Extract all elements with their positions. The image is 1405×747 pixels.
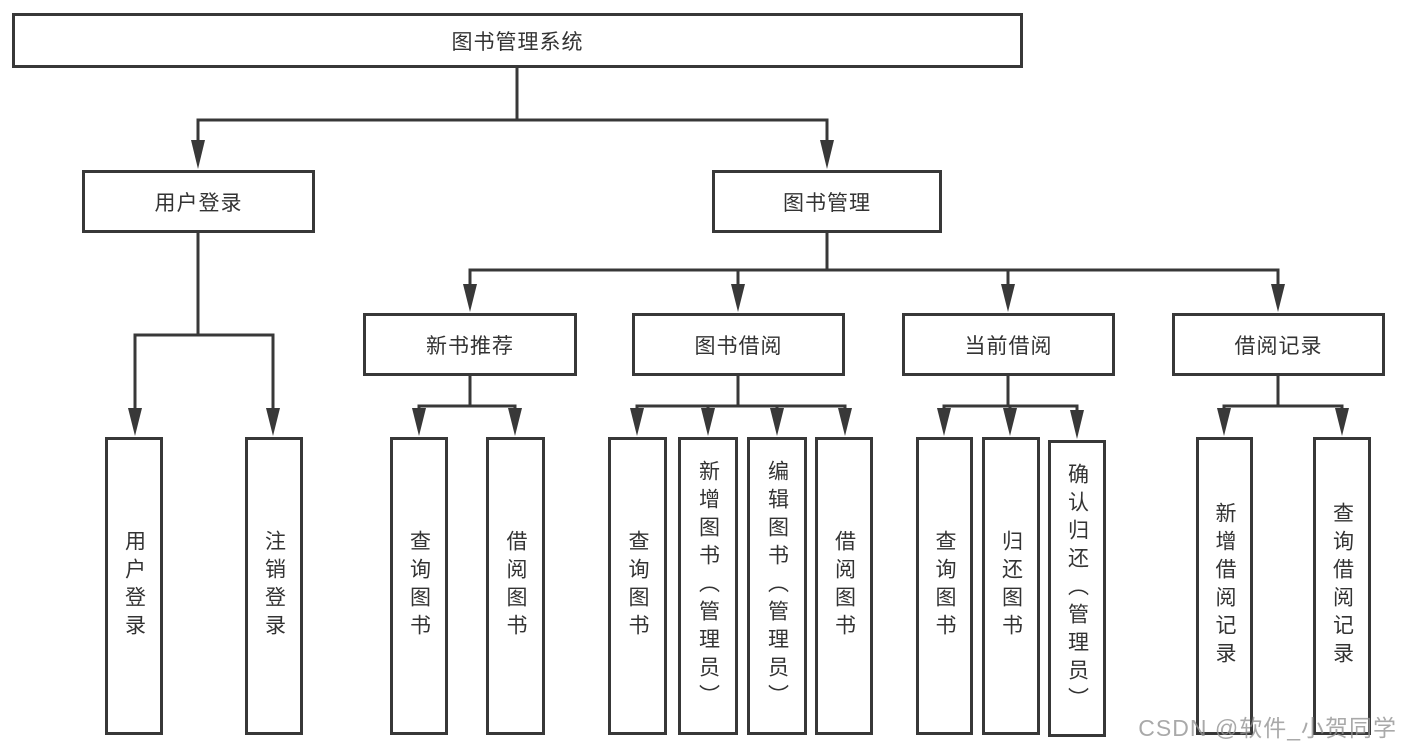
leaf-query-books-recommend: 查询图书 (390, 437, 448, 735)
node-user-login-branch: 用户登录 (82, 170, 315, 233)
leaf-query-books-recommend-label: 查询图书 (407, 530, 431, 642)
leaf-edit-book-admin: 编辑图书（管理员） (747, 437, 807, 735)
leaf-add-borrow-record: 新增借阅记录 (1196, 437, 1253, 735)
leaf-return-book-label: 归还图书 (999, 530, 1023, 642)
leaf-query-books-current: 查询图书 (916, 437, 973, 735)
node-borrowing-records-label: 借阅记录 (1234, 334, 1323, 358)
leaf-add-borrow-record-label: 新增借阅记录 (1213, 502, 1236, 670)
leaf-add-book-admin: 新增图书（管理员） (678, 437, 738, 735)
leaf-borrow-books-recommend: 借阅图书 (486, 437, 545, 735)
node-book-borrowing-label: 图书借阅 (694, 334, 783, 358)
leaf-confirm-return-admin: 确认归还（管理员） (1048, 440, 1106, 737)
node-root-system-label: 图书管理系统 (451, 30, 584, 54)
connector-current-borrow-branch (937, 376, 1084, 439)
connector-borrow-records-branch (1217, 376, 1349, 436)
leaf-query-books-current-label: 查询图书 (933, 530, 956, 642)
node-borrowing-records: 借阅记录 (1172, 313, 1385, 376)
leaf-query-books-borrowing: 查询图书 (608, 437, 667, 735)
node-new-book-recommend-label: 新书推荐 (426, 334, 514, 358)
node-book-management-branch-label: 图书管理 (783, 191, 871, 215)
node-root-system: 图书管理系统 (12, 13, 1023, 68)
connector-book-borrow-branch (630, 376, 852, 436)
leaf-confirm-return-admin-label: 确认归还（管理员） (1065, 462, 1089, 715)
csdn-watermark: CSDN @软件_小贺同学 (1138, 715, 1397, 741)
connector-book-management-branch (463, 233, 1285, 312)
node-book-borrowing: 图书借阅 (632, 313, 845, 376)
node-new-book-recommend: 新书推荐 (363, 313, 577, 376)
node-current-borrowing: 当前借阅 (902, 313, 1115, 376)
node-current-borrowing-label: 当前借阅 (964, 334, 1053, 358)
leaf-user-login: 用户登录 (105, 437, 163, 735)
leaf-query-books-borrowing-label: 查询图书 (626, 530, 649, 642)
leaf-logout-label: 注销登录 (262, 530, 286, 642)
leaf-logout: 注销登录 (245, 437, 303, 735)
leaf-borrow-books-recommend-label: 借阅图书 (504, 530, 527, 642)
leaf-query-borrow-record-label: 查询借阅记录 (1330, 502, 1354, 670)
connector-new-book-branch (412, 376, 522, 436)
leaf-borrow-books-borrowing-label: 借阅图书 (832, 530, 856, 642)
leaf-borrow-books-borrowing: 借阅图书 (815, 437, 873, 735)
node-book-management-branch: 图书管理 (712, 170, 942, 233)
leaf-edit-book-admin-label: 编辑图书（管理员） (765, 460, 789, 712)
leaf-user-login-label: 用户登录 (122, 530, 146, 642)
leaf-return-book: 归还图书 (982, 437, 1040, 735)
leaf-query-borrow-record: 查询借阅记录 (1313, 437, 1371, 735)
node-user-login-branch-label: 用户登录 (154, 191, 243, 215)
connector-user-login-branch (128, 233, 280, 436)
leaf-add-book-admin-label: 新增图书（管理员） (696, 460, 720, 712)
connector-root-to-level2 (191, 68, 834, 169)
